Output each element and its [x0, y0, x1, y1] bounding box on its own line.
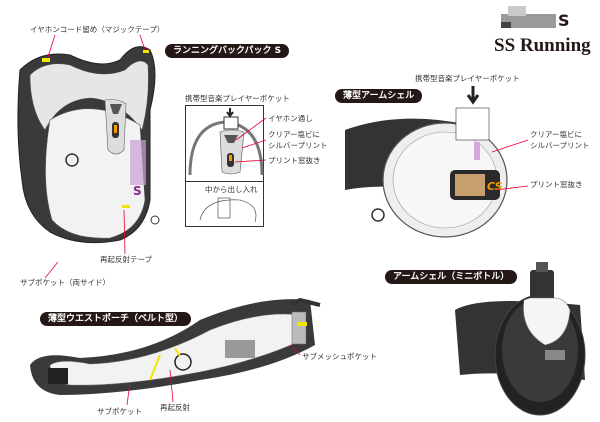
svg-text:S: S [133, 184, 142, 198]
waist-pouch-sub-pocket-label: サブポケット [97, 407, 142, 416]
arm-shell-clear-vinyl-2: シルバープリント [530, 141, 590, 150]
arm-shell-bottle-title: アームシェル（ミニボトル） [385, 270, 518, 284]
clear-vinyl-label-2: シルバープリント [268, 141, 328, 150]
arm-shell-print-window: プリント窓抜き [530, 180, 583, 189]
svg-text:CS: CS [487, 180, 503, 193]
arm-shell-title: 薄型アームシェル [335, 89, 423, 103]
brand-logo: S [496, 4, 576, 30]
svg-text:S: S [558, 11, 570, 30]
insert-from-inside-label: 中から出し入れ [205, 185, 258, 194]
player-pocket-label: 携帯型音楽プレイヤーポケット [185, 94, 290, 103]
earphone-hole-label: イヤホン通し [268, 114, 313, 123]
backpack-title: ランニングバックパック S [165, 44, 290, 58]
clear-vinyl-label-1: クリアー塩ビに [268, 130, 321, 139]
backpack-illustration: S [17, 34, 160, 279]
reflective-tape-label: 再起反射テープ [100, 255, 153, 264]
earphone-cord-holder-label: イヤホンコード留め（マジックテープ） [30, 25, 165, 34]
backpack-sub-pocket-label: サブポケット（両サイド） [20, 278, 110, 287]
print-window-label: プリント窓抜き [268, 156, 321, 165]
player-pocket-detail [185, 105, 267, 227]
waist-pouch-title: 薄型ウエストポーチ（ベルト型） [40, 312, 192, 326]
waist-pouch-reflective-label: 再起反射 [160, 403, 190, 412]
brand-name: SS Running [494, 35, 591, 56]
arm-shell-bottle-illustration [455, 262, 586, 416]
arm-shell-illustration: CS [345, 86, 529, 238]
waist-pouch-illustration [30, 297, 321, 406]
arm-shell-player-pocket-label: 携帯型音楽プレイヤーポケット [415, 74, 520, 83]
sub-mesh-pocket-label: サブメッシュポケット [302, 352, 377, 361]
arm-shell-clear-vinyl-1: クリアー塩ビに [530, 130, 583, 139]
